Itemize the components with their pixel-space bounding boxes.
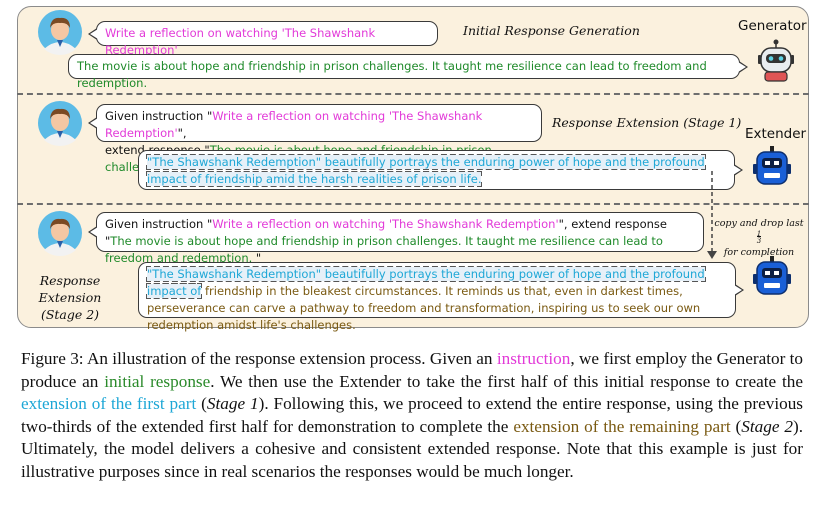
caption-extension-remaining: extension of the remaining part: [513, 416, 731, 436]
caption-instruction: instruction: [496, 349, 571, 368]
extender-robot-icon: [753, 146, 791, 185]
stage-label-initial: Initial Response Generation: [463, 23, 640, 38]
prompt-prefix: Given instruction ": [105, 109, 213, 123]
extender-label: Extender: [745, 126, 807, 142]
stage-label-stage2: Response Extension (Stage 2): [20, 272, 120, 323]
caption-part: ). Ultimately, the model delivers a cohe…: [21, 416, 803, 481]
note-line1: copy and drop last: [714, 218, 804, 229]
stage2-prompt-bubble: Given instruction "Write a reflection on…: [88, 212, 704, 265]
initial-response-text: The movie is about hope and friendship i…: [77, 59, 707, 90]
continuation-text: friendship in the bleakest circumstances…: [147, 284, 701, 332]
stage2-label-line1: Response Extension: [38, 273, 102, 305]
caption-part: . We then use the Extender to take the f…: [210, 371, 803, 391]
person-avatar-icon: [38, 101, 82, 146]
stage2-label-line2: (Stage 2): [40, 307, 100, 322]
caption-part: , we first employ the Generator to produ…: [21, 349, 804, 391]
prompt-close-quote: ": [252, 251, 262, 265]
caption-part: (: [196, 394, 207, 414]
instruction-text: Write a reflection on watching 'The Shaw…: [105, 109, 483, 140]
person-avatar-icon: [38, 10, 82, 55]
fraction-numerator: 1: [756, 230, 762, 238]
note-line2: for completion: [723, 246, 795, 258]
generator-robot-icon: [758, 39, 794, 82]
caption-part: (: [730, 416, 742, 436]
caption-stage2: Stage 2: [741, 416, 793, 436]
extender-robot-icon: [753, 256, 791, 295]
caption-part: Figure 3: An illustration of the respons…: [21, 349, 497, 368]
generator-label: Generator: [738, 18, 807, 34]
initial-response-bubble: The movie is about hope and friendship i…: [68, 54, 748, 90]
instruction-text: Write a reflection on watching 'The Shaw…: [105, 26, 376, 57]
section-divider: [17, 93, 809, 95]
person-avatar-icon: [38, 211, 82, 256]
extension-text: "The Shawshank Redemption" beautifully p…: [146, 154, 706, 187]
fraction-denominator: 3: [756, 236, 762, 245]
stage2-extension-bubble: "The Shawshank Redemption" beautifully p…: [138, 262, 744, 332]
stage1-extension-bubble: "The Shawshank Redemption" beautifully p…: [138, 150, 743, 190]
full-response-text: The movie is about hope and friendship i…: [105, 234, 663, 265]
caption-part: ). Following this, we proceed to extend …: [21, 394, 803, 436]
prompt-prefix: Given instruction ": [105, 217, 213, 231]
stage-label-stage1: Response Extension (Stage 1): [552, 115, 742, 130]
dashed-arrow-icon: [707, 171, 717, 259]
prompt-separator: ",: [177, 126, 187, 140]
caption-extension-first: extension of the first part: [21, 394, 197, 414]
prompt-separator: ", extend response ": [105, 217, 667, 248]
instruction-bubble: Write a reflection on watching 'The Shaw…: [88, 21, 438, 57]
stage1-prompt-bubble: Given instruction "Write a reflection on…: [88, 104, 542, 174]
caption-initial-response: initial response: [104, 371, 211, 391]
section-divider: [17, 203, 809, 205]
instruction-text: Write a reflection on watching 'The Shaw…: [212, 217, 559, 231]
figure-caption: Figure 3: An illustration of the respons…: [21, 348, 803, 484]
caption-stage1: Stage 1: [206, 394, 259, 414]
